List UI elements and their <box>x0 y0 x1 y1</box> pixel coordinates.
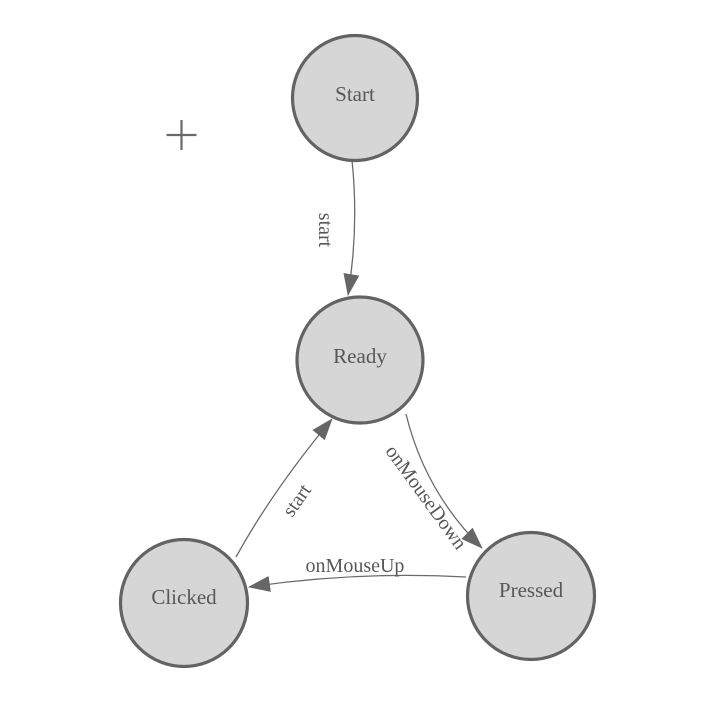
state-node-start[interactable]: Start <box>290 33 420 163</box>
edge-label-start-ready: start <box>314 213 336 248</box>
edge-start-ready[interactable] <box>343 159 360 296</box>
edge-clicked-ready[interactable] <box>235 418 333 558</box>
state-node-ready[interactable]: Ready <box>295 295 425 425</box>
node-label-pressed: Pressed <box>499 578 564 602</box>
edge-label-ready-pressed: onMouseDown <box>381 441 471 554</box>
edge-ready-pressed[interactable] <box>405 413 483 549</box>
state-node-pressed[interactable]: Pressed <box>465 530 597 662</box>
edge-label-clicked-ready: start <box>278 480 316 521</box>
crosshair-plus-icon <box>166 120 197 150</box>
node-label-ready: Ready <box>333 344 387 368</box>
state-node-clicked[interactable]: Clicked <box>118 537 250 669</box>
node-label-start: Start <box>335 82 375 106</box>
edge-label-pressed-clicked: onMouseUp <box>306 555 405 577</box>
edge-pressed-clicked[interactable] <box>248 574 467 592</box>
node-label-clicked: Clicked <box>151 585 217 609</box>
